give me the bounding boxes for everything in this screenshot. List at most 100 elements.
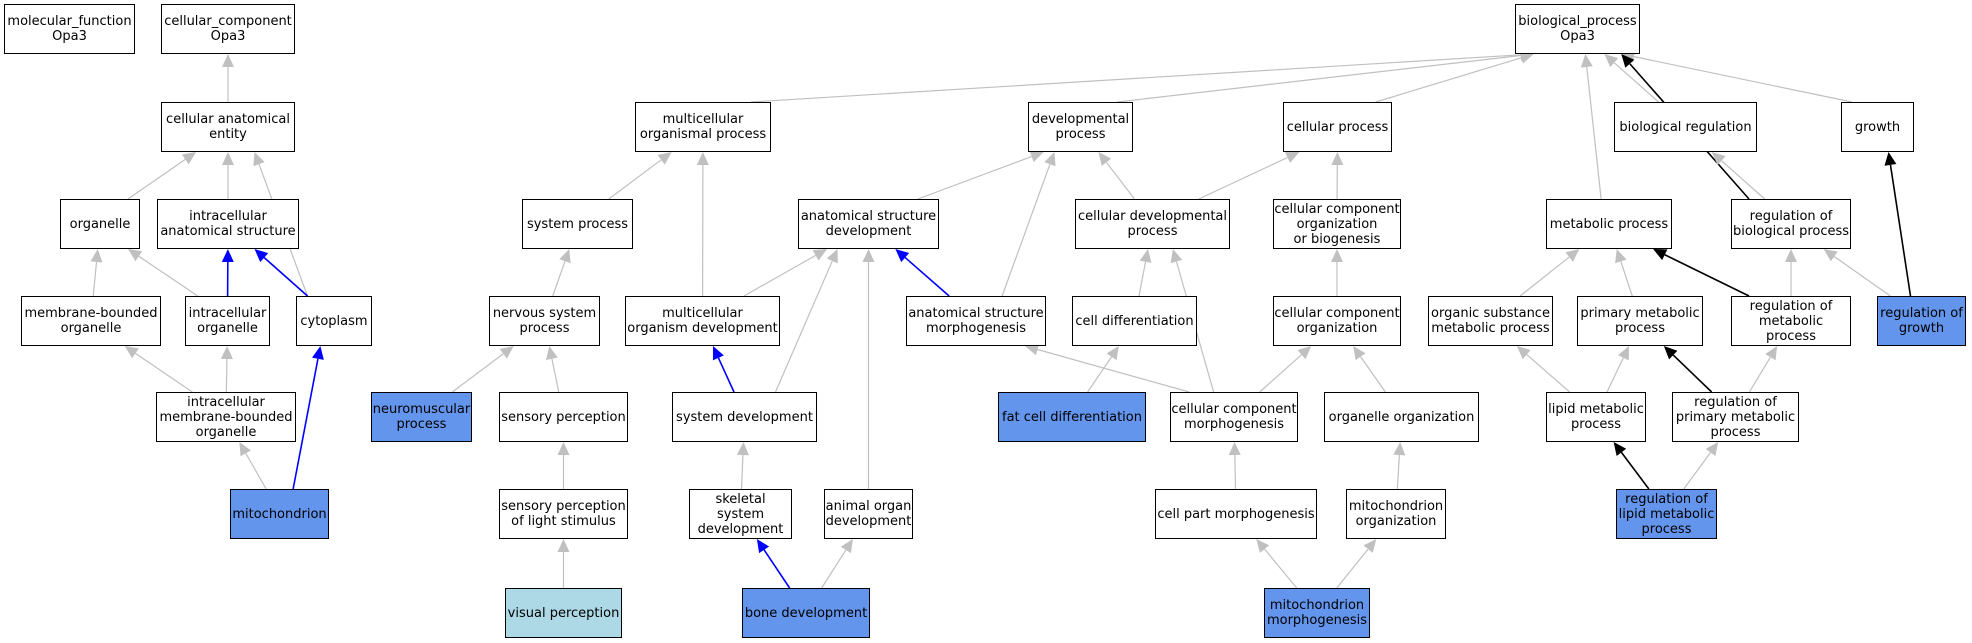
- term-node-sensory-perception-of-light-stimulus[interactable]: sensory perception of light stimulus: [499, 489, 628, 539]
- term-node-organelle[interactable]: organelle: [60, 199, 140, 249]
- term-node-nervous-system-process[interactable]: nervous system process: [489, 296, 600, 346]
- term-node-metabolic-process[interactable]: metabolic process: [1546, 199, 1672, 249]
- edge-arrowhead: [1029, 150, 1044, 163]
- edge-arrowhead: [1617, 346, 1629, 361]
- term-node-organic-substance-metabolic-process[interactable]: organic substance metabolic process: [1428, 296, 1553, 346]
- edge-arrowhead: [557, 442, 570, 455]
- term-node-regulation-of-metabolic-process[interactable]: regulation of metabolic process: [1731, 296, 1851, 346]
- term-node-visual-perception[interactable]: visual perception: [505, 588, 622, 638]
- edge-arrowhead: [222, 152, 234, 165]
- edge-arrowhead: [1044, 152, 1056, 167]
- edge-arrowhead: [1580, 54, 1593, 68]
- term-node-cytoplasm[interactable]: cytoplasm: [296, 296, 372, 346]
- edge-arrowhead: [1663, 346, 1678, 360]
- edge-arrowhead: [1785, 249, 1797, 262]
- term-node-cell-differentiation[interactable]: cell differentiation: [1072, 296, 1197, 346]
- term-node-developmental-process[interactable]: developmental process: [1028, 102, 1133, 152]
- term-node-fat-cell-differentiation[interactable]: fat cell differentiation: [998, 392, 1146, 442]
- edge-arrowhead: [253, 152, 265, 167]
- term-node-anatomical-structure-morphogenesis[interactable]: anatomical structure morphogenesis: [906, 296, 1046, 346]
- edge-cell-differentiation-to-cellular-developmental-process: [1138, 261, 1147, 297]
- edge-system-development-to-multicellular-organism-development: [717, 357, 735, 393]
- term-node-multicellular-organismal-process[interactable]: multicellular organismal process: [635, 102, 771, 152]
- edge-arrowhead: [1098, 152, 1112, 166]
- term-node-skeletal-system-development[interactable]: skeletal system development: [689, 489, 792, 539]
- edge-arrowhead: [239, 442, 252, 457]
- term-node-cellular-component-organization-or-biogenesis[interactable]: cellular component organization or bioge…: [1273, 199, 1401, 249]
- term-node-neuromuscular-process[interactable]: neuromuscular process: [371, 392, 472, 442]
- edge-arrowhead: [1613, 442, 1627, 456]
- term-node-cell-part-morphogenesis[interactable]: cell part morphogenesis: [1155, 489, 1317, 539]
- term-node-biological-process[interactable]: biological_process Opa3: [1515, 4, 1640, 54]
- edge-regulation-of-growth-to-regulation-of-biological-process: [1833, 255, 1891, 297]
- edge-mitochondrion-to-intracellular-membrane-bounded-organelle: [245, 453, 267, 490]
- edge-membrane-bounded-organelle-to-organelle: [92, 261, 98, 297]
- term-node-mitochondrion-morphogenesis[interactable]: mitochondrion morphogenesis: [1264, 588, 1370, 638]
- edge-arrowhead: [181, 152, 196, 165]
- edge-arrowhead: [1516, 346, 1531, 360]
- edge-fat-cell-differentiation-to-cell-differentiation: [1087, 356, 1113, 393]
- term-node-regulation-of-biological-process[interactable]: regulation of biological process: [1731, 199, 1851, 249]
- term-node-primary-metabolic-process[interactable]: primary metabolic process: [1577, 296, 1703, 346]
- edge-multicellular-organism-development-to-anatomical-structure-development: [743, 254, 816, 297]
- term-node-cellular-component-morphogenesis[interactable]: cellular component morphogenesis: [1170, 392, 1298, 442]
- edge-arrowhead: [826, 249, 838, 264]
- edge-regulation-of-lipid-metabolic-process-to-lipid-metabolic-process: [1620, 451, 1650, 490]
- edge-arrowhead: [124, 346, 139, 359]
- edge-arrowhead: [546, 346, 558, 360]
- edge-arrowhead: [1297, 346, 1312, 360]
- term-node-cellular-anatomical-entity[interactable]: cellular anatomical entity: [161, 102, 295, 152]
- term-node-regulation-of-growth[interactable]: regulation of growth: [1877, 296, 1966, 346]
- term-node-biological-regulation[interactable]: biological regulation: [1614, 102, 1757, 152]
- edge-arrowhead: [736, 442, 749, 456]
- term-node-intracellular-anatomical-structure[interactable]: intracellular anatomical structure: [157, 199, 299, 249]
- term-node-mitochondrion-organization[interactable]: mitochondrion organization: [1346, 489, 1446, 539]
- edge-arrowhead: [499, 346, 514, 359]
- edge-metabolic-process-to-biological-process: [1586, 66, 1602, 200]
- edge-arrowhead: [895, 249, 910, 263]
- term-node-anatomical-structure-development[interactable]: anatomical structure development: [798, 199, 939, 249]
- term-node-cellular-developmental-process[interactable]: cellular developmental process: [1075, 199, 1230, 249]
- term-node-intracellular-membrane-bounded-organelle[interactable]: intracellular membrane-bounded organelle: [156, 392, 296, 442]
- term-node-sensory-perception[interactable]: sensory perception: [499, 392, 628, 442]
- term-node-mitochondrion[interactable]: mitochondrion: [230, 489, 329, 539]
- edge-arrowhead: [1256, 539, 1270, 553]
- term-node-multicellular-organism-development[interactable]: multicellular organism development: [625, 296, 780, 346]
- edge-bone-development-to-animal-organ-development: [821, 549, 847, 589]
- edge-arrowhead: [1025, 343, 1040, 356]
- term-node-bone-development[interactable]: bone development: [742, 588, 870, 638]
- term-node-system-process[interactable]: system process: [522, 199, 633, 249]
- edge-arrowhead: [557, 539, 570, 552]
- edge-cellular-component-morphogenesis-to-anatomical-structure-morphogenesis: [1037, 348, 1190, 393]
- term-node-lipid-metabolic-process[interactable]: lipid metabolic process: [1546, 392, 1646, 442]
- edge-sensory-perception-to-nervous-system-process: [551, 358, 560, 393]
- edge-regulation-of-primary-metabolic-process-to-primary-metabolic-process: [1672, 354, 1713, 393]
- edge-arrowhead: [812, 249, 827, 261]
- term-node-regulation-of-lipid-metabolic-process[interactable]: regulation of lipid metabolic process: [1616, 489, 1717, 539]
- edge-nervous-system-process-to-system-process: [552, 261, 566, 297]
- term-node-molecular-function[interactable]: molecular_function Opa3: [4, 4, 135, 54]
- term-node-cellular-process[interactable]: cellular process: [1283, 102, 1392, 152]
- term-node-cellular-component-organization[interactable]: cellular component organization: [1273, 296, 1401, 346]
- term-node-animal-organ-development[interactable]: animal organ development: [824, 489, 913, 539]
- term-node-growth[interactable]: growth: [1841, 102, 1914, 152]
- term-node-regulation-of-primary-metabolic-process[interactable]: regulation of primary metabolic process: [1672, 392, 1799, 442]
- term-node-intracellular-organelle[interactable]: intracellular organelle: [185, 296, 270, 346]
- edge-developmental-process-to-biological-process: [1117, 54, 1521, 103]
- edge-arrowhead: [657, 152, 672, 165]
- term-node-membrane-bounded-organelle[interactable]: membrane-bounded organelle: [21, 296, 161, 346]
- edge-arrowhead: [1621, 54, 1635, 68]
- edge-arrowhead: [1653, 249, 1668, 261]
- edge-arrowhead: [1823, 249, 1838, 262]
- edge-arrowhead: [1884, 152, 1897, 166]
- term-node-system-development[interactable]: system development: [672, 392, 817, 442]
- edge-regulation-of-biological-process-to-biological-regulation: [1721, 160, 1766, 200]
- edge-arrowhead: [1228, 442, 1241, 456]
- edge-arrowhead: [1615, 249, 1627, 264]
- edge-arrowhead: [1519, 52, 1534, 64]
- edge-multicellular-organismal-process-to-biological-process: [750, 54, 1521, 103]
- term-node-organelle-organization[interactable]: organelle organization: [1324, 392, 1479, 442]
- term-node-cellular-component[interactable]: cellular_component Opa3: [161, 4, 295, 54]
- edge-intracellular-membrane-bounded-organelle-to-membrane-bounded-organelle: [135, 352, 193, 393]
